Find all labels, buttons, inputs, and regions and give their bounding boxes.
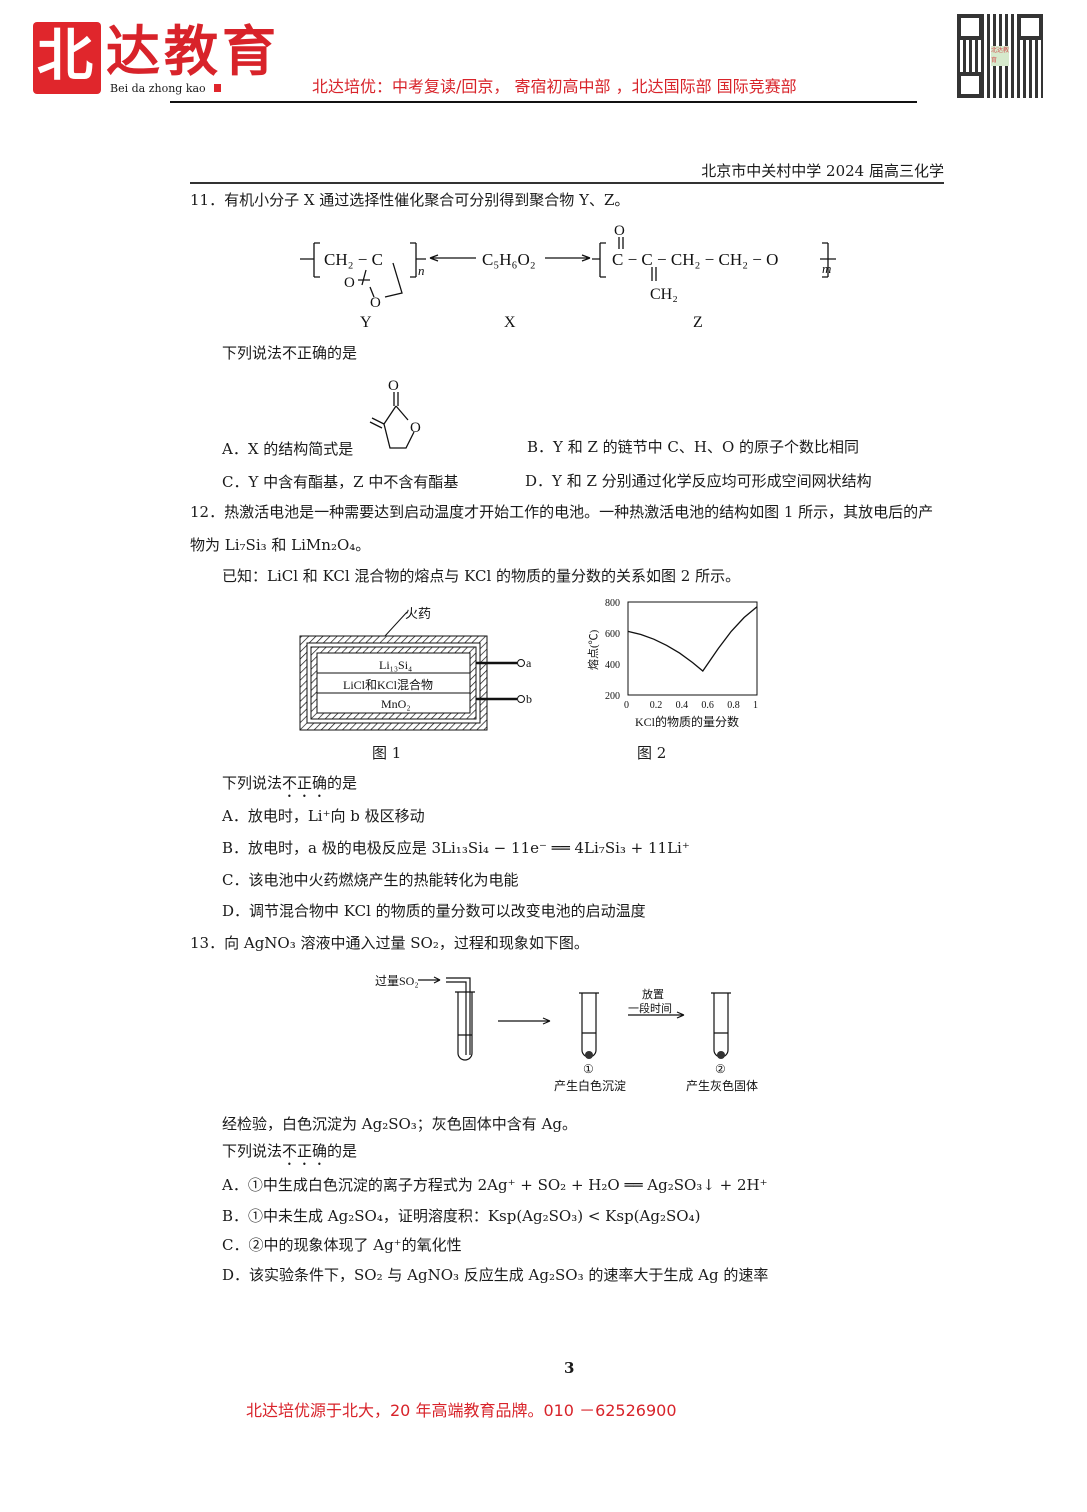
- logo-char: 北: [37, 24, 93, 89]
- tube2-note: 产生灰色固体: [686, 1079, 758, 1093]
- chart-xtick: 0.4: [676, 700, 689, 711]
- chart-xtick: 0.8: [727, 700, 740, 711]
- tube1-number: ①: [583, 1062, 594, 1076]
- x-structure: O O: [369, 378, 421, 449]
- logo: 北: [33, 22, 101, 94]
- q11-option-b: B．Y 和 Z 的链节中 C、H、O 的原子个数比相同: [527, 438, 860, 456]
- fig1-terminal-b: b: [526, 692, 532, 706]
- fig1-powder-label: 火药: [405, 606, 431, 621]
- logo-pinyin: Bei da zhong kao: [110, 82, 206, 95]
- prompt-text: 的是: [327, 1142, 358, 1160]
- tube2-number: ②: [715, 1062, 726, 1076]
- q12-option-a: A．放电时，Li⁺向 b 极区移动: [222, 807, 425, 825]
- figure-2-chart: 熔点(℃) KCl的物质的量分数 0 0.2 0.4 0.6 0.8 1 200 400 600…: [586, 598, 758, 729]
- chart-ytick: 600: [605, 629, 620, 640]
- q13-option-d: D．该实验条件下，SO₂ 与 AgNO₃ 反应生成 Ag₂SO₃ 的速率大于生成…: [222, 1266, 769, 1284]
- label-z: Z: [693, 314, 703, 331]
- z-carbonyl-o: O: [614, 223, 625, 239]
- prompt-emphasis: 不正确: [282, 1142, 328, 1160]
- prompt-text: 的是: [327, 774, 358, 792]
- figure-1-caption: 图 1: [372, 744, 402, 762]
- z-chain: C − C − CH₂ − CH₂ − O: [612, 250, 778, 269]
- q13-experiment-figure: 过量SO₂ 放置 一段时间 ① 产生白色沉淀 ② 产生灰色固体: [375, 974, 758, 1093]
- q11-stem: 11．有机小分子 X 通过选择性催化聚合可分别得到聚合物 Y、Z。: [190, 191, 630, 209]
- figure-2-caption: 图 2: [637, 744, 667, 762]
- stand-label-1: 放置: [642, 987, 664, 1001]
- formula-x: C₅H₆O₂: [482, 250, 536, 269]
- q12-option-c: C．该电池中火药燃烧产生的热能转化为电能: [222, 871, 519, 889]
- chart-series-line: [627, 606, 758, 672]
- chart-xtick: 0: [624, 700, 629, 711]
- z-repeat-m: m: [822, 261, 831, 276]
- page-number: 3: [564, 1359, 575, 1377]
- header-rule: [190, 182, 944, 184]
- stand-label-2: 一段时间: [628, 1001, 672, 1015]
- q11-structures: CH₂ − C n O O C₅H₆O₂ C − C − CH₂ − CH₂ −…: [300, 223, 836, 331]
- chart-ylabel: 熔点(℃): [586, 629, 600, 670]
- q13-result: 经检验，白色沉淀为 Ag₂SO₃；灰色固体中含有 Ag。: [222, 1115, 578, 1133]
- logo-text: 达教育: [106, 19, 280, 83]
- exam-header: 北京市中关村中学 2024 届高三化学: [701, 162, 944, 180]
- label-x: X: [504, 314, 516, 331]
- y-repeat-n: n: [418, 263, 425, 278]
- prompt-text: 下列说法: [222, 774, 283, 792]
- chart-frame: [627, 601, 758, 696]
- y-chain: CH₂ − C: [324, 250, 383, 269]
- q12-option-d: D．调节混合物中 KCl 的物质的量分数可以改变电池的启动温度: [222, 902, 646, 920]
- chart-xlabel: KCl的物质的量分数: [635, 714, 739, 729]
- prompt-text: 下列说法: [222, 1142, 283, 1160]
- fig1-layer-li13si4: Li₁₃Si₄: [379, 658, 412, 672]
- chart-ytick: 400: [605, 660, 620, 671]
- logo-square: [214, 84, 221, 92]
- tube1-note: 产生白色沉淀: [554, 1078, 626, 1093]
- gas-label: 过量SO₂: [375, 974, 419, 988]
- q13-stem: 13．向 AgNO₃ 溶液中通入过量 SO₂，过程和现象如下图。: [190, 934, 589, 952]
- chart-xtick: 1: [753, 700, 758, 711]
- y-carbonyl-o: O: [344, 275, 355, 291]
- chart-ytick: 200: [605, 691, 620, 702]
- q12-prompt: 下列说法不正确的是: [222, 774, 357, 801]
- q13-option-c: C．②中的现象体现了 Ag⁺的氧化性: [222, 1236, 462, 1254]
- x-carbonyl-o: O: [388, 378, 399, 394]
- q12-stem-line2: 物为 Li₇Si₃ 和 LiMn₂O₄。: [190, 536, 371, 554]
- banner-slogan: 北达培优：中考复读/回京， 寄宿初高中部 ，北达国际部 国际竞赛部: [312, 77, 797, 96]
- prompt-emphasis: 不正确: [282, 774, 328, 792]
- label-y: Y: [360, 314, 372, 331]
- q13-prompt: 下列说法不正确的是: [222, 1142, 357, 1169]
- q11-option-c: C．Y 中含有酯基，Z 中不含有酯基: [222, 473, 459, 491]
- x-ring-o: O: [410, 420, 421, 436]
- fig1-layer-mno2: MnO₂: [381, 697, 411, 711]
- q12-stem-line1: 12．热激活电池是一种需要达到启动温度才开始工作的电池。一种热激活电池的结构如图…: [190, 503, 934, 521]
- footer-contact: 北达培优源于北大，20 年高端教育品牌。010 －62526900: [246, 1401, 677, 1420]
- chart-xtick: 0.6: [701, 700, 714, 711]
- q11-option-a: A．X 的结构简式是: [222, 440, 354, 458]
- fig1-layer-electrolyte: LiCl和KCl混合物: [343, 677, 433, 692]
- chart-ytick: 800: [605, 598, 620, 609]
- chart-xtick: 0.2: [650, 700, 663, 711]
- banner-rule: [170, 101, 917, 103]
- q11-option-d: D．Y 和 Z 分别通过化学反应均可形成空间网状结构: [525, 472, 872, 490]
- q12-known: 已知：LiCl 和 KCl 混合物的熔点与 KCl 的物质的量分数的关系如图 2…: [222, 567, 741, 585]
- z-ch2: CH₂: [650, 286, 678, 303]
- q13-option-b: B．①中未生成 Ag₂SO₄，证明溶度积：Ksp(Ag₂SO₃) < Ksp(A…: [222, 1207, 701, 1225]
- qr-center-label: 北达教育: [991, 46, 1010, 66]
- y-ring-o: O: [370, 295, 381, 311]
- q12-option-b: B．放电时，a 极的电极反应是 3Li₁₃Si₄ − 11e⁻ ══ 4Li₇S…: [222, 839, 690, 857]
- fig1-terminal-a: a: [526, 656, 532, 670]
- qr-code: 北达教育: [957, 14, 1043, 98]
- q13-option-a: A．①中生成白色沉淀的离子方程式为 2Ag⁺ + SO₂ + H₂O ══ Ag…: [222, 1176, 768, 1194]
- figure-1-battery: 火药 Li₁₃Si₄ LiCl和KCl混合物 MnO₂ a b: [299, 606, 532, 731]
- q11-prompt: 下列说法不正确的是: [222, 344, 358, 362]
